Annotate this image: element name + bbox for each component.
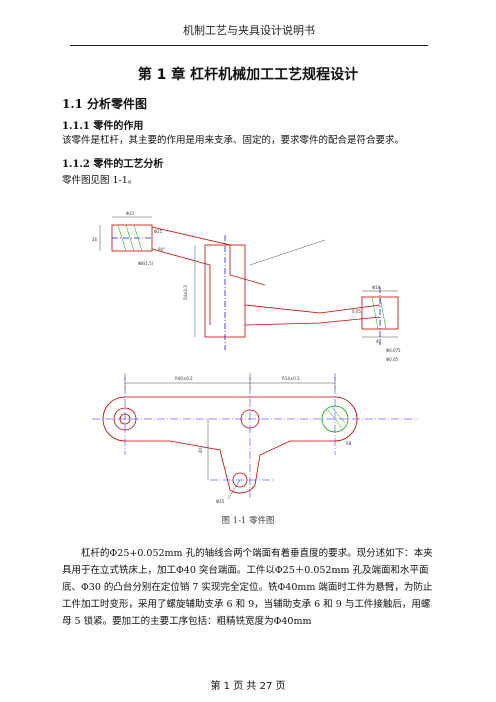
dim-top-left-hole: Φ25 xyxy=(154,229,163,234)
dim-bottom: Φ25 xyxy=(216,499,225,504)
dim-bottom-bore: Φ8(1,5) xyxy=(138,261,154,266)
dim-right-width: Φ18 xyxy=(372,285,381,290)
dim-right-tol-4: Φ0.05 xyxy=(386,357,399,362)
dim-vertical: 54±0.3 xyxy=(183,285,188,300)
page-footer: 第 1 页 共 27 页 xyxy=(210,681,286,692)
paragraph-figure-reference: 零件图见图 1-1。 xyxy=(62,175,138,186)
plan-view xyxy=(102,396,358,494)
side-view xyxy=(111,224,399,350)
dim-left-height: 26 xyxy=(92,237,98,242)
dim-right-tol-2: 40 xyxy=(376,339,382,344)
dim-angle-mark: 90° xyxy=(158,247,165,252)
dim-left-span: R40±0.3 xyxy=(175,376,193,381)
header-rule xyxy=(70,45,428,46)
dim-right-tol-1: 0.05 xyxy=(352,309,361,314)
side-view-dimensions xyxy=(99,216,398,338)
dim-right-tol-3: Φ0.075 xyxy=(386,348,401,353)
section-heading-1-1-2: 1.1.2 零件的工艺分析 xyxy=(62,159,164,170)
dim-height-mark: 40 xyxy=(198,447,203,453)
running-header: 机制工艺与夹具设计说明书 xyxy=(183,24,315,37)
paragraph-process-analysis: 杠杆的Φ25+0.052mm 孔的轴线合两个端面有着垂直度的要求。现分述如下：本… xyxy=(62,548,433,627)
part-drawing: Φ37 Φ25 26 90° Φ8(1,5) 54±0.3 Φ18 0.05 4… xyxy=(92,211,418,504)
section-heading-1-1: 1.1 分析零件图 xyxy=(62,97,148,111)
plan-view-centerlines xyxy=(92,373,418,500)
chapter-title: 第 1 章 杠杆机械加工工艺规程设计 xyxy=(137,67,359,83)
dim-right-span: R14±0.3 xyxy=(282,376,300,381)
plan-view-dimensions xyxy=(124,377,336,500)
dim-radius-small: R8 xyxy=(346,441,352,446)
section-heading-1-1-1: 1.1.1 零件的作用 xyxy=(62,121,144,132)
paragraph-part-function: 该零件是杠杆，其主要的作用是用来支承、固定的，要求零件的配合是符合要求。 xyxy=(62,135,405,146)
dim-top-left-width: Φ37 xyxy=(126,211,135,216)
figure-caption: 图 1-1 零件图 xyxy=(221,516,275,526)
